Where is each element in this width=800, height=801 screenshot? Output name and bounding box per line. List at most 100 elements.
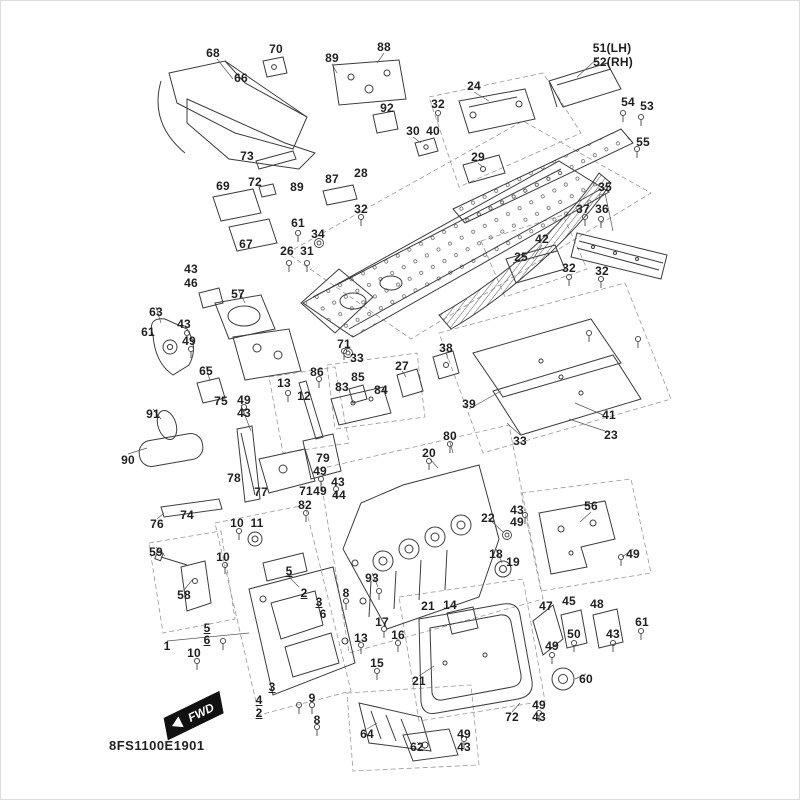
callout-54: 54 <box>621 95 635 109</box>
callout-20: 20 <box>422 446 436 460</box>
leader-lines <box>127 52 634 750</box>
callout-49: 49 <box>457 727 471 741</box>
callout-41: 41 <box>602 408 616 422</box>
callout-43: 43 <box>606 627 620 641</box>
callout-85: 85 <box>351 370 365 384</box>
callout-78: 78 <box>227 471 241 485</box>
callout-43: 43 <box>237 406 251 420</box>
callout-49: 49 <box>626 547 640 561</box>
callout-72: 72 <box>505 710 519 724</box>
callout-52(RH): 52(RH) <box>593 55 633 69</box>
callout-56: 56 <box>584 499 598 513</box>
callout-1: 1 <box>163 639 171 653</box>
callout-89: 89 <box>325 51 339 65</box>
callout-40: 40 <box>426 124 440 138</box>
callout-43: 43 <box>184 262 198 276</box>
callout-21: 21 <box>421 599 435 613</box>
callout-30: 30 <box>406 124 420 138</box>
callout-47: 47 <box>539 599 553 613</box>
callout-48: 48 <box>590 597 604 611</box>
callout-61: 61 <box>291 216 305 230</box>
callout-36: 36 <box>595 202 609 216</box>
callout-24: 24 <box>467 79 481 93</box>
callout-27: 27 <box>395 359 409 373</box>
callout-91: 91 <box>146 407 160 421</box>
callout-63: 63 <box>149 305 163 319</box>
callout-87: 87 <box>325 172 339 186</box>
callout-39: 39 <box>462 397 476 411</box>
callout-18: 18 <box>489 547 503 561</box>
callout-79: 79 <box>316 451 330 465</box>
callout-38: 38 <box>439 341 453 355</box>
callout-83: 83 <box>335 380 349 394</box>
callout-16: 16 <box>391 628 405 642</box>
callout-93: 93 <box>365 571 379 585</box>
callout-33: 33 <box>513 434 527 448</box>
callout-61: 61 <box>141 325 155 339</box>
callout-43: 43 <box>532 710 546 724</box>
callout-88: 88 <box>377 40 391 54</box>
callout-14: 14 <box>443 598 457 612</box>
callout-49: 49 <box>545 639 559 653</box>
callout-10: 10 <box>230 516 244 530</box>
callout-70: 70 <box>269 42 283 56</box>
callout-37: 37 <box>576 202 590 216</box>
callout-75: 75 <box>214 394 228 408</box>
callout-57: 57 <box>231 287 245 301</box>
callout-43: 43 <box>331 475 345 489</box>
callout-89: 89 <box>290 180 304 194</box>
callout-19: 19 <box>506 555 520 569</box>
callout-25: 25 <box>514 250 528 264</box>
callout-65: 65 <box>199 364 213 378</box>
callout-58: 58 <box>177 588 191 602</box>
callout-46: 46 <box>184 276 198 290</box>
diagram-code: 8FS1100E1901 <box>109 738 205 753</box>
callout-6: 6 <box>203 633 211 647</box>
callout-71: 71 <box>299 484 313 498</box>
callout-50: 50 <box>567 627 581 641</box>
callout-82: 82 <box>298 498 312 512</box>
callout-69: 69 <box>216 179 230 193</box>
callout-4: 4 <box>255 693 263 707</box>
callout-32: 32 <box>431 97 445 111</box>
callout-2: 2 <box>300 586 308 600</box>
callout-84: 84 <box>374 383 388 397</box>
callout-32: 32 <box>595 264 609 278</box>
callout-28: 28 <box>354 166 368 180</box>
callout-32: 32 <box>354 202 368 216</box>
callout-49: 49 <box>182 334 196 348</box>
callout-35: 35 <box>598 180 612 194</box>
callout-55: 55 <box>636 135 650 149</box>
callout-60: 60 <box>579 672 593 686</box>
callout-8: 8 <box>313 713 321 727</box>
callout-53: 53 <box>640 99 654 113</box>
callout-77: 77 <box>254 485 268 499</box>
callout-45: 45 <box>562 594 576 608</box>
callout-44: 44 <box>332 488 346 502</box>
callout-42: 42 <box>535 232 549 246</box>
callout-73: 73 <box>240 149 254 163</box>
callout-22: 22 <box>481 511 495 525</box>
callout-59: 59 <box>149 545 163 559</box>
callout-43: 43 <box>457 740 471 754</box>
callout-15: 15 <box>370 656 384 670</box>
callout-49: 49 <box>313 464 327 478</box>
callout-8: 8 <box>342 586 350 600</box>
callout-10: 10 <box>187 646 201 660</box>
callout-74: 74 <box>180 508 194 522</box>
callout-31: 31 <box>300 244 314 258</box>
callout-43: 43 <box>177 317 191 331</box>
callout-2: 2 <box>255 706 263 720</box>
callout-68: 68 <box>206 46 220 60</box>
callout-9: 9 <box>308 691 316 705</box>
callout-80: 80 <box>443 429 457 443</box>
callout-32: 32 <box>562 261 576 275</box>
callout-66: 66 <box>234 71 248 85</box>
callout-6: 6 <box>319 607 327 621</box>
callout-49: 49 <box>532 698 546 712</box>
callout-49: 49 <box>510 515 524 529</box>
callout-5: 5 <box>203 621 211 635</box>
callout-90: 90 <box>121 453 135 467</box>
callout-61: 61 <box>635 615 649 629</box>
